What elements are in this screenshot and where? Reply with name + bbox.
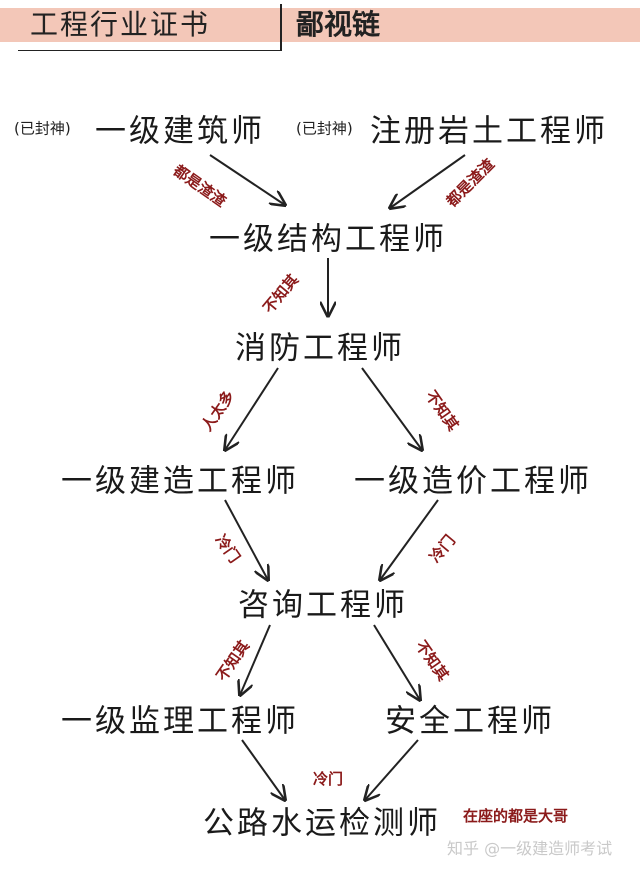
arrow-consulting-safety (373, 624, 420, 700)
arrow-supervision-highway (241, 739, 285, 800)
geotech-tag: (已封神) (296, 119, 353, 138)
header-divider (280, 4, 282, 50)
arrow-safety-highway (365, 739, 419, 800)
arrow-cost-consulting (380, 499, 439, 580)
arrow-geotech-structural (390, 154, 466, 208)
node-constructor: 一级建造工程师 (61, 463, 299, 500)
arrow-fire-cost (361, 367, 422, 450)
label-bottom: 冷门 (313, 770, 344, 788)
header-title: 工程行业证书 (30, 8, 211, 41)
architect-tag: (已封神) (14, 119, 71, 138)
arrow-constructor-consulting (224, 499, 268, 580)
node-highway: 公路水运检测师 (203, 805, 441, 842)
header-left-bracket (18, 50, 282, 51)
arrow-fire-constructor (225, 367, 279, 450)
node-supervision: 一级监理工程师 (61, 703, 299, 740)
arrow-architect-structural (209, 154, 285, 205)
arrow-consulting-supervision (240, 624, 271, 695)
header-subtitle: 鄙视链 (296, 8, 381, 41)
node-structural: 一级结构工程师 (209, 221, 447, 258)
header-band (0, 8, 640, 42)
node-geotech: 注册岩土工程师 (370, 113, 608, 150)
footer-note: 在座的都是大哥 (463, 807, 569, 825)
node-fire: 消防工程师 (235, 330, 405, 367)
node-safety: 安全工程师 (385, 703, 555, 740)
node-cost: 一级造价工程师 (354, 463, 592, 500)
node-consulting: 咨询工程师 (238, 587, 408, 624)
watermark: 知乎 @一级建造师考试 (447, 839, 613, 858)
node-architect: 一级建筑师 (95, 113, 265, 150)
